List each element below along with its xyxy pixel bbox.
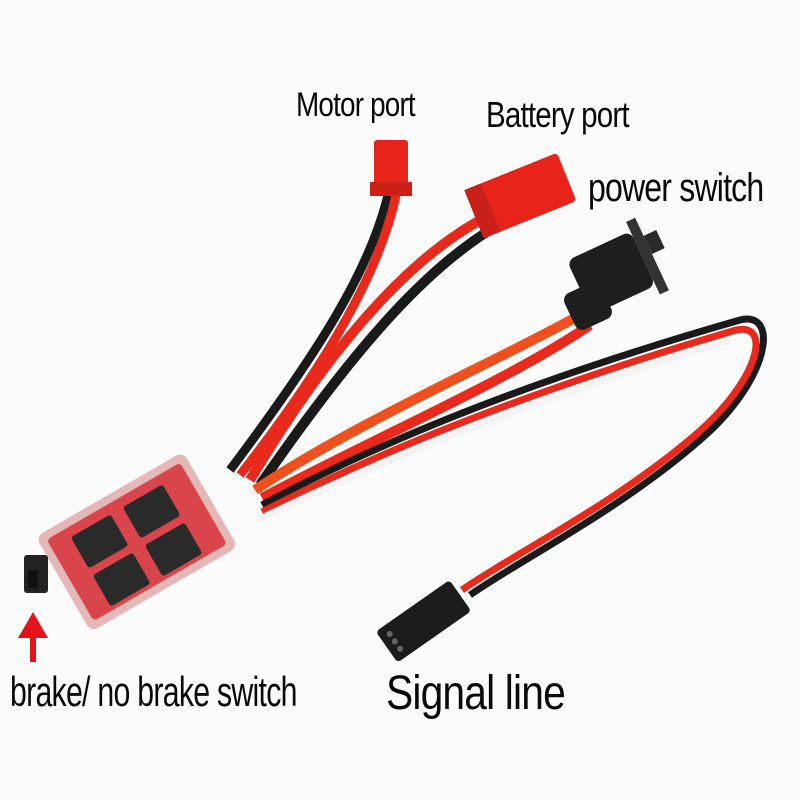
power-switch-label: power switch xyxy=(588,166,764,210)
arrow-up-icon xyxy=(18,612,48,662)
motor-port-connector xyxy=(370,140,412,196)
motor-port-label: Motor port xyxy=(296,86,416,124)
brake-switch-label: brake/ no brake switch xyxy=(10,668,297,715)
battery-port-label: Battery port xyxy=(486,94,630,135)
signal-wire xyxy=(256,315,767,598)
power-switch-wires xyxy=(252,310,593,503)
motor-port-wires xyxy=(226,193,401,478)
brake-switch xyxy=(24,555,48,593)
signal-line-label: Signal line xyxy=(386,667,566,720)
battery-port-connector xyxy=(464,153,576,239)
power-switch-body xyxy=(564,217,669,330)
battery-port-wires xyxy=(245,210,501,488)
signal-connector xyxy=(377,581,470,662)
esc-board xyxy=(38,454,236,630)
